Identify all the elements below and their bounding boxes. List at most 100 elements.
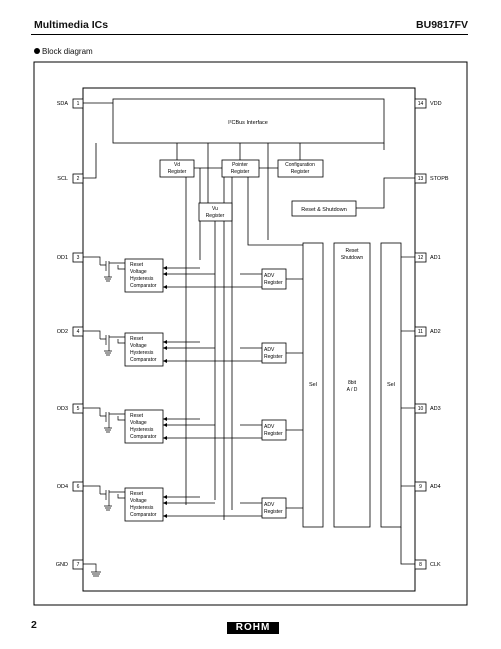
left-pin-box (72, 173, 84, 184)
right-pin-number: 10 (418, 406, 424, 412)
stopb-wire (356, 177, 415, 209)
adc-8bit-label: 8bit (348, 380, 357, 386)
adv-register-label: Register (264, 354, 283, 360)
adv-register-label: ADV (264, 347, 275, 353)
bullet-icon (34, 48, 40, 54)
header-rule (31, 34, 468, 35)
right-pin-number: 9 (419, 484, 422, 490)
comparator-output-wire (117, 494, 125, 499)
open-drain-transistor (83, 256, 125, 282)
arrowhead-icon (163, 417, 167, 440)
left-pin-number: 4 (77, 329, 80, 335)
comparator-label: Comparator (130, 283, 157, 289)
configuration-register-label-2: Register (291, 169, 310, 175)
left-pin-name: SCL (57, 176, 68, 182)
header-part-number: BU9817FV (416, 19, 468, 31)
section-title-text: Block diagram (42, 47, 93, 56)
adv-register-block (261, 268, 287, 290)
adv-register-label: ADV (264, 273, 275, 279)
adc-block (333, 242, 371, 528)
comparator-label: Hysteresis (130, 505, 154, 511)
i2c-label: I²CBus Interface (228, 120, 268, 126)
left-pin-box (72, 403, 84, 414)
left-pin-box (72, 559, 84, 570)
scl-wire (83, 143, 97, 179)
comparator-label: Hysteresis (130, 350, 154, 356)
pointer-register-label-1: Pointer (232, 162, 248, 168)
i2c-block (112, 98, 385, 144)
comparator-label: Reset (130, 262, 144, 268)
open-drain-transistor (83, 407, 125, 433)
left-pin-number: 2 (77, 176, 80, 182)
comparator-block (124, 409, 164, 444)
pointer-register-block (221, 159, 260, 178)
reset-shutdown-block (291, 200, 357, 217)
comparator-label: Voltage (130, 269, 147, 275)
left-pin-name: GND (56, 562, 68, 568)
right-pin-number: 13 (418, 176, 424, 182)
right-pin-box (414, 173, 427, 184)
right-pin-name: VDD (430, 101, 442, 107)
comparator-label: Comparator (130, 357, 157, 363)
comparator-label: Hysteresis (130, 427, 154, 433)
comparator-block (124, 332, 164, 367)
right-pin-box (414, 98, 427, 109)
left-pin-number: 5 (77, 406, 80, 412)
section-title: Block diagram (34, 47, 93, 56)
right-pin-box (414, 481, 427, 492)
vu-register-label-2: Register (206, 213, 225, 219)
pointer-to-sel (247, 177, 303, 246)
vu-register-label-1: Vu (212, 206, 218, 212)
open-drain-transistor (83, 485, 125, 511)
right-pin-box (414, 326, 427, 337)
open-drain-transistor (83, 330, 125, 356)
left-pin-name: OD4 (57, 484, 68, 490)
adv-register-label: Register (264, 431, 283, 437)
adv-register-label: Register (264, 509, 283, 515)
vd-register-label-1: Vd (174, 162, 180, 168)
adv-register-label: ADV (264, 424, 275, 430)
gnd-symbol (83, 563, 101, 577)
sel-left-block (302, 242, 324, 528)
right-pin-box (414, 559, 427, 570)
rohm-logo: ROHM (227, 622, 279, 634)
chip-outline (82, 87, 416, 592)
right-pin-name: CLK (430, 562, 441, 568)
reset-shutdown-label: Reset & Shutdown (301, 207, 347, 213)
arrowhead-icon (163, 495, 167, 518)
comparator-block (124, 487, 164, 522)
pointer-register-label-2: Register (231, 169, 250, 175)
adv-register-label: ADV (264, 502, 275, 508)
adv-register-block (261, 342, 287, 364)
left-pin-name: OD1 (57, 255, 68, 261)
comparator-label: Voltage (130, 420, 147, 426)
left-pin-box (72, 481, 84, 492)
comparator-output-wire (117, 265, 125, 270)
configuration-register-label-1: Configuration (285, 162, 315, 168)
sel-right-label: Sel (387, 382, 395, 388)
right-pin-name: AD1 (430, 255, 441, 261)
configuration-register-block (277, 159, 324, 178)
arrowhead-icon (163, 266, 167, 289)
left-pin-name: OD2 (57, 329, 68, 335)
right-pin-name: AD3 (430, 406, 441, 412)
header-title: Multimedia ICs (34, 19, 109, 31)
comparator-label: Comparator (130, 434, 157, 440)
adc-reset-label: Reset (345, 248, 359, 254)
vu-register-block (198, 202, 233, 222)
comparator-label: Reset (130, 413, 144, 419)
comparator-output-wire (117, 416, 125, 421)
right-pin-number: 12 (418, 255, 424, 261)
adv-register-block (261, 497, 287, 519)
channels-group: ResetVoltageHysteresisComparatorADVRegis… (83, 256, 415, 577)
comparator-label: Hysteresis (130, 276, 154, 282)
right-pin-name: STOPB (430, 176, 449, 182)
sel-right-block (380, 242, 402, 528)
adv-register-block (261, 419, 287, 441)
comparator-label: Reset (130, 336, 144, 342)
left-pin-number: 6 (77, 484, 80, 490)
right-pin-name: AD2 (430, 329, 441, 335)
vd-register-label-2: Register (168, 169, 187, 175)
